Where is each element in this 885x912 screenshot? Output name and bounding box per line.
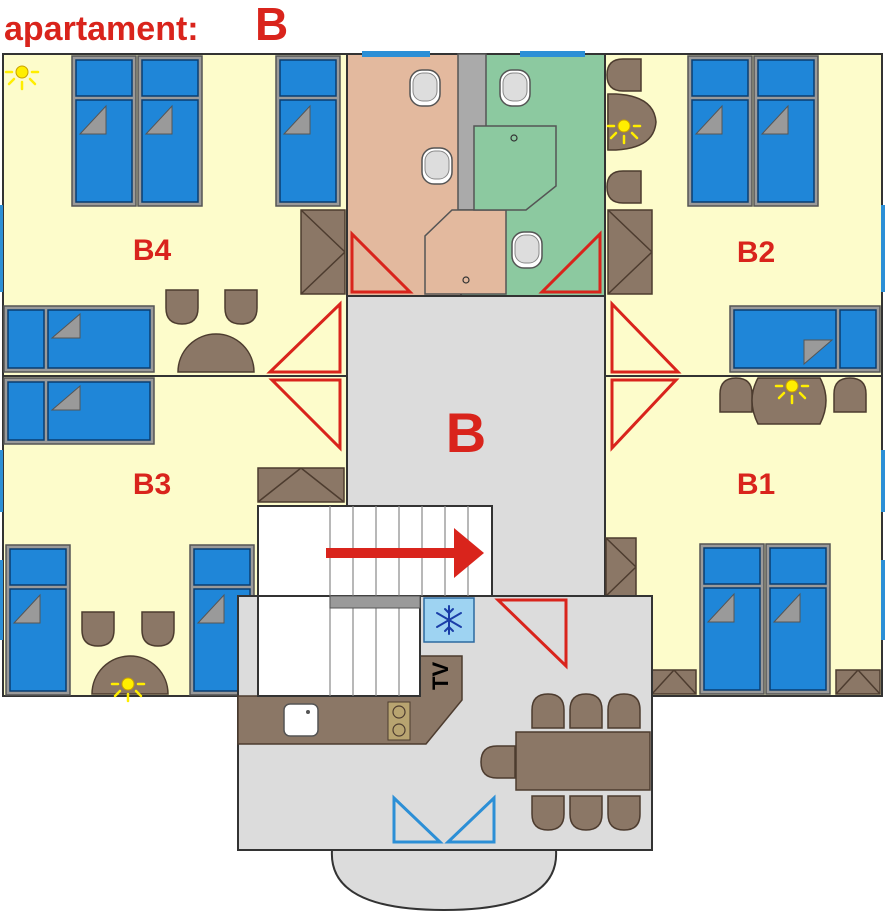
door-swing	[266, 300, 342, 374]
room-b4: B4	[0, 53, 348, 377]
wardrobe	[300, 209, 346, 295]
dining-set	[719, 377, 867, 425]
wardrobe	[605, 537, 637, 597]
heading-letter: B	[255, 0, 288, 50]
heading-prefix: apartament:	[4, 10, 199, 48]
sink	[421, 147, 453, 185]
dining-table	[480, 693, 651, 831]
room-b3: B3	[0, 375, 348, 703]
single-bed	[3, 305, 155, 373]
room-label-b3: B3	[133, 468, 171, 501]
door-swing	[494, 598, 568, 670]
toilet	[409, 69, 441, 107]
door-swing	[610, 378, 680, 452]
stove	[387, 701, 411, 741]
wardrobe	[651, 669, 881, 695]
shower-tray	[473, 125, 557, 211]
handrail	[329, 595, 421, 609]
single-bed	[275, 55, 341, 207]
heading: apartament: B	[4, 0, 288, 50]
single-bed	[5, 544, 71, 696]
room-label-b1: B1	[737, 468, 775, 501]
tv-label: TV	[428, 662, 453, 690]
stairs-arrow-icon	[326, 528, 484, 578]
dining-set	[165, 289, 258, 373]
sink	[283, 703, 319, 737]
toilet	[499, 69, 531, 107]
door-swing	[268, 378, 342, 452]
door-swing	[444, 794, 496, 844]
room-label-hall: B	[446, 401, 486, 464]
single-bed	[729, 305, 881, 373]
dining-set	[606, 58, 657, 204]
sink	[511, 231, 543, 269]
shower-tray	[424, 209, 507, 295]
snowflake-icon	[436, 605, 462, 635]
staircase	[257, 505, 493, 697]
door-swing	[610, 300, 682, 374]
balcony	[330, 849, 558, 912]
bathroom-area	[346, 51, 606, 297]
room-label-b4: B4	[133, 234, 172, 267]
door-swing	[392, 794, 444, 844]
door-swing	[350, 230, 414, 294]
wardrobe	[607, 209, 653, 295]
wardrobe	[257, 467, 345, 503]
room-label-b2: B2	[737, 236, 775, 269]
single-bed	[3, 377, 155, 445]
door-swing	[538, 230, 602, 294]
dining-set	[81, 611, 175, 703]
room-b2: B2	[604, 53, 885, 377]
